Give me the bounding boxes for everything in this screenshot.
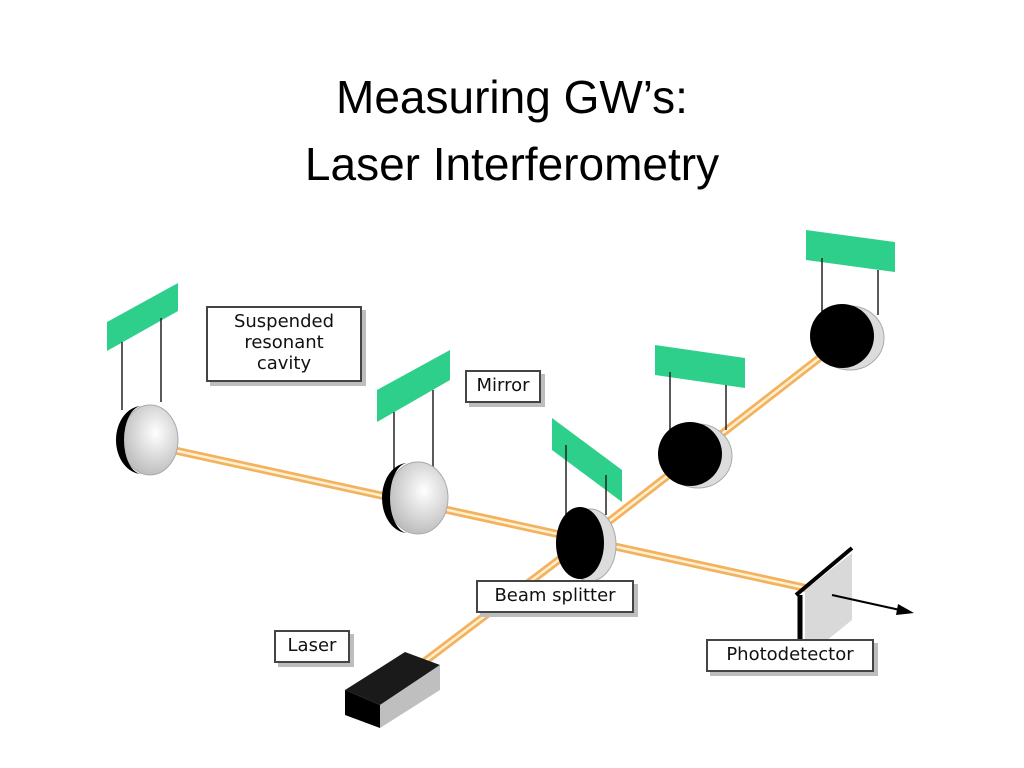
suspended-resonant-cavity-label: Suspended resonant cavity: [206, 306, 362, 382]
beam-to-photodetector: [581, 536, 819, 594]
photodetector-label-text: Photodetector: [726, 644, 854, 665]
suspension-plate: [655, 345, 745, 388]
laser-label: Laser: [274, 630, 350, 663]
laser-source: [345, 652, 440, 728]
cavity-mirror-west: [377, 350, 450, 535]
beam-splitter-label-text: Beam splitter: [494, 585, 616, 606]
cavity-label-line-2: resonant: [244, 332, 324, 353]
photodetector-label: Photodetector: [706, 639, 874, 672]
mirror-label: Mirror: [465, 370, 541, 403]
cavity-label-line-3: cavity: [256, 353, 312, 374]
suspension-plate: [806, 230, 895, 272]
output-arrow: [831, 594, 914, 615]
end-mirror-north: [806, 230, 895, 371]
laser-label-text: Laser: [287, 635, 337, 656]
suspension-plate: [552, 418, 622, 502]
slide-title-line-2: Laser Interferometry: [304, 138, 720, 190]
beam-splitter: [552, 418, 622, 582]
suspension-plate: [107, 283, 178, 351]
end-mirror-west: [107, 283, 179, 476]
cavity-mirror-north: [655, 345, 745, 489]
slide-title-line-1: Measuring GW’s:: [336, 71, 688, 123]
beam-splitter-label: Beam splitter: [476, 580, 634, 613]
cavity-label-line-1: Suspended: [233, 311, 335, 332]
mirror-label-text: Mirror: [476, 375, 530, 396]
beam-west-arm: [146, 441, 589, 544]
suspension-plate: [377, 350, 450, 422]
